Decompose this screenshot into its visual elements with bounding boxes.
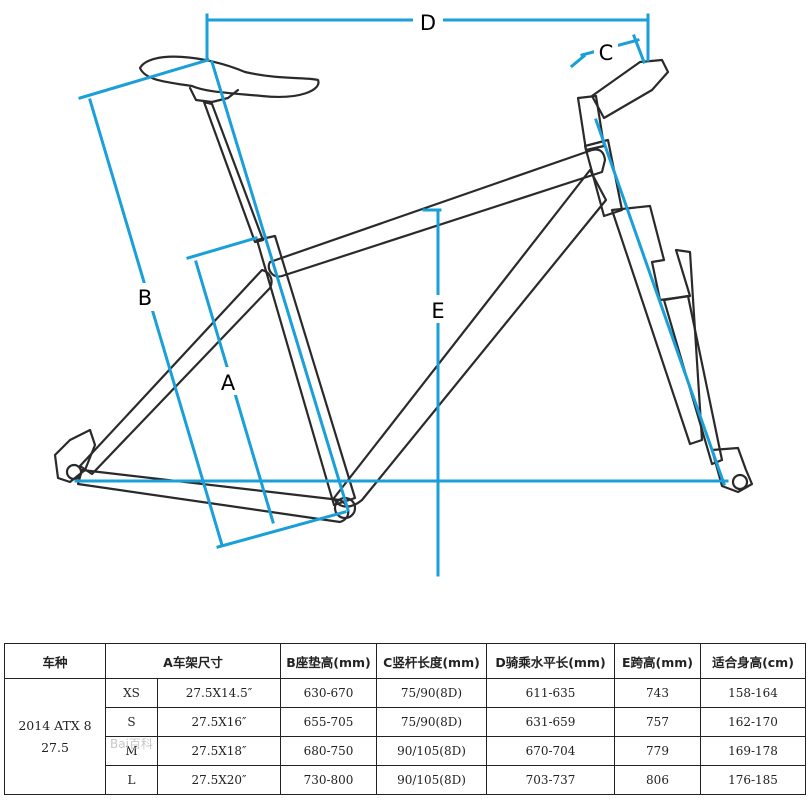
seat-height: 730-800 [280,765,377,795]
down-tube [332,168,608,508]
seatpost [202,100,265,244]
reach: 611-635 [486,678,615,708]
frame-size: 27.5X14.5″ [157,678,281,708]
reach: 631-659 [486,707,615,737]
seat-tube-centerline [210,60,350,512]
dim-b-tick-top [78,58,210,100]
dim-b-line [88,98,224,547]
table-row: M 27.5X18″ 680-750 90/105(8D) 670-704 77… [5,736,806,766]
size-code: M [105,736,158,766]
model-cell: 2014 ATX 8 27.5 [4,678,106,795]
stem-length: 75/90(8D) [376,707,487,737]
label-e: E [431,299,444,323]
fork-dropout [710,446,754,494]
bike-frame-diagram: D C B A E [53,8,754,577]
seat-height: 655-705 [280,707,377,737]
header-rider-height: 适合身高(cm) [700,643,806,679]
standover: 743 [614,678,701,708]
reach: 703-737 [486,765,615,795]
standover: 757 [614,707,701,737]
seat-stay [78,268,273,476]
rider-height: 158-164 [700,678,806,708]
table-header-row: 车种 A车架尺寸 B座垫高(mm) C竖杆长度(mm) D骑乘水平长(mm) E… [4,643,806,679]
size-code: L [105,765,158,795]
rider-height: 176-185 [700,765,806,795]
table-row: 2014 ATX 8 27.5 XS 27.5X14.5″ 630-670 75… [4,678,806,795]
size-code: XS [105,678,158,708]
dimension-label-backgrounds [132,8,618,395]
stem-length: 90/105(8D) [376,736,487,766]
size-code: S [105,707,158,737]
fork-upper [610,204,704,446]
standover: 779 [614,736,701,766]
front-axle [731,473,749,491]
rear-dropout [53,428,97,484]
label-a: A [221,371,236,395]
fork-lower [662,294,724,466]
dimension-lines [74,13,729,577]
seat-height: 680-750 [280,736,377,766]
table-row: L 27.5X20″ 730-800 90/105(8D) 703-737 80… [5,765,806,795]
seat-height: 630-670 [280,678,377,708]
header-seat-height: B座垫高(mm) [280,643,377,679]
frame-size: 27.5X20″ [157,765,281,795]
header-stem-length: C竖杆长度(mm) [376,643,487,679]
reach: 670-704 [486,736,615,766]
label-b: B [138,286,152,310]
frame-size: 27.5X18″ [157,736,281,766]
dim-b-tick-bottom [216,510,347,549]
header-frame-size: A车架尺寸 [105,643,281,679]
bike-frame-drawing [53,55,754,524]
model-name: 2014 ATX 8 [18,717,92,733]
stem [590,58,670,120]
rider-height: 169-178 [700,736,806,766]
header-reach: D骑乘水平长(mm) [486,643,615,679]
header-model: 车种 [4,643,106,679]
dim-a-tick-top [186,236,258,260]
seat-tube [255,234,357,507]
frame-size: 27.5X16″ [157,707,281,737]
table-row: S 27.5X16″ 655-705 75/90(8D) 631-659 757… [5,707,806,737]
saddle [138,55,320,98]
rider-height: 162-170 [700,707,806,737]
chain-stay [76,468,350,524]
label-c: C [599,41,614,65]
top-tube [267,148,607,278]
rear-axle [65,463,83,481]
saddle-rails [188,86,240,104]
stem-length: 90/105(8D) [376,765,487,795]
dim-c-tick-left [569,53,587,69]
model-wheel-size: 27.5 [41,739,69,755]
label-d: D [420,11,436,35]
stem-length: 75/90(8D) [376,678,487,708]
dim-c-tick-right [632,34,646,64]
header-standover: E跨高(mm) [614,643,701,679]
size-table: 车种 A车架尺寸 B座垫高(mm) C竖杆长度(mm) D骑乘水平长(mm) E… [4,643,806,795]
standover: 806 [614,765,701,795]
head-tube-axis [594,118,726,486]
